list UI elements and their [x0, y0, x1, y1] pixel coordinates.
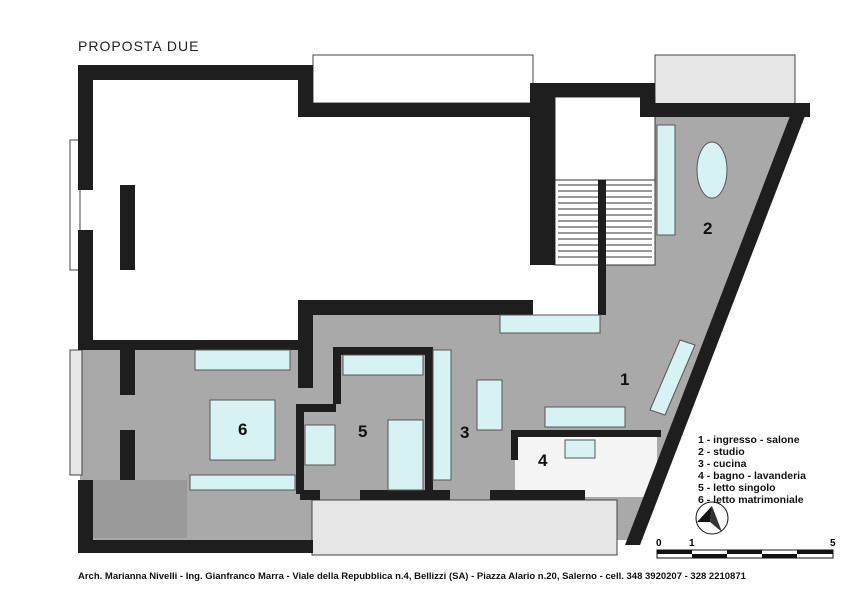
scale-bar	[656, 549, 834, 559]
double-bed	[209, 399, 276, 461]
north-arrow-icon	[695, 501, 729, 535]
scale-label-5: 5	[830, 538, 836, 549]
legend-item: 4 - bagno - lavanderia	[698, 470, 806, 482]
legend-item: 6 - letto matrimoniale	[698, 494, 804, 506]
sofa	[544, 406, 626, 428]
wardrobe-5	[342, 354, 424, 376]
studio-table	[696, 141, 728, 199]
room-number-6: 6	[238, 420, 247, 439]
legend-item: 1 - ingresso - salone	[698, 434, 800, 446]
walls	[78, 65, 810, 553]
room-number-2: 2	[703, 219, 712, 238]
dining-table	[476, 379, 503, 431]
legend-item: 3 - cucina	[698, 458, 747, 470]
balcony-top	[654, 54, 796, 106]
room-number-4: 4	[538, 451, 548, 470]
kitchen-counter	[432, 349, 452, 481]
wardrobe-6	[194, 349, 291, 371]
bookshelf	[656, 124, 676, 236]
closet-floor	[82, 480, 187, 538]
entry-cabinet	[499, 314, 601, 334]
legend-item: 2 - studio	[698, 446, 745, 458]
furniture	[189, 124, 728, 491]
desk-5	[304, 424, 336, 466]
plan-title: PROPOSTA DUE	[78, 38, 200, 54]
room-number-1: 1	[620, 370, 629, 389]
scale-label-0: 0	[656, 538, 662, 549]
scale-label-1: 1	[689, 538, 695, 549]
room-legend: 1 - ingresso - salone 2 - studio 3 - cuc…	[698, 434, 806, 506]
balcony-left	[69, 349, 83, 476]
washing-machine	[564, 439, 596, 459]
balcony-bottom	[311, 499, 618, 556]
room-number-5: 5	[358, 422, 367, 441]
single-bed	[387, 419, 424, 491]
legend-item: 5 - letto singolo	[698, 482, 776, 494]
footer-credits: Arch. Marianna Nivelli - Ing. Gianfranco…	[78, 571, 746, 582]
balcony-upper	[312, 54, 534, 104]
dresser	[189, 474, 296, 491]
staircase	[554, 96, 656, 266]
window-bay-left	[69, 139, 81, 271]
sofa-diagonal	[649, 339, 696, 416]
room-number-3: 3	[460, 423, 469, 442]
